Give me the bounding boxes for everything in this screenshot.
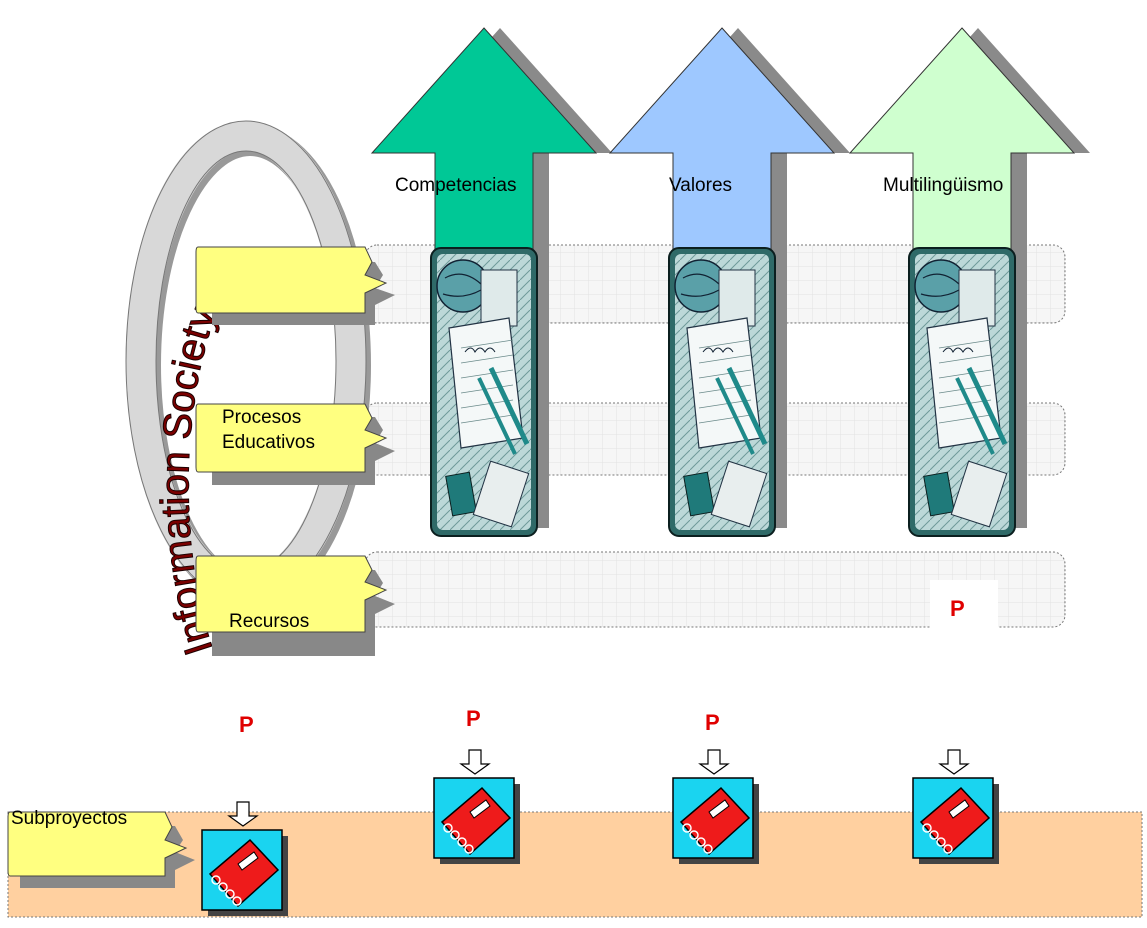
subproject-2 — [433, 749, 520, 864]
down-arrow-icon — [459, 749, 491, 775]
p-marker-recursos: P — [950, 596, 965, 621]
subproject-4 — [912, 749, 999, 864]
callout-row-3 — [195, 555, 395, 656]
down-arrow-icon — [698, 749, 730, 775]
red-notebook-icon — [201, 829, 288, 916]
column-arrow-2 — [608, 27, 850, 537]
subproject-3 — [672, 749, 759, 864]
column-label-competencias: Competencias — [395, 175, 517, 196]
column-arrow-3 — [848, 27, 1090, 537]
row-label-educativos: Educativos — [222, 432, 315, 453]
notepad-globe-pencils-icon — [668, 247, 776, 537]
column-arrow-1 — [370, 27, 612, 537]
callout-subprojects — [7, 811, 195, 888]
p-marker-sub-3: P — [705, 710, 720, 735]
callout-row-1 — [195, 246, 395, 325]
red-notebook-icon — [912, 777, 999, 864]
notepad-globe-pencils-icon — [908, 247, 1016, 537]
down-arrow-icon — [938, 749, 970, 775]
notepad-globe-pencils-icon — [430, 247, 538, 537]
column-label-multilinguismo: Multilingüismo — [883, 175, 1004, 196]
subprojects-label: Subproyectos — [11, 808, 128, 829]
down-arrow-icon — [227, 801, 259, 827]
red-notebook-icon — [672, 777, 759, 864]
row-label-procesos: Procesos — [222, 407, 302, 428]
subproject-1 — [201, 801, 288, 916]
row-label-recursos: Recursos — [229, 611, 310, 632]
p-marker-box — [930, 580, 998, 628]
p-marker-sub-1: P — [239, 712, 254, 737]
p-marker-sub-2: P — [466, 706, 481, 731]
column-label-valores: Valores — [669, 175, 733, 196]
red-notebook-icon — [433, 777, 520, 864]
callout-row-2 — [195, 403, 395, 485]
